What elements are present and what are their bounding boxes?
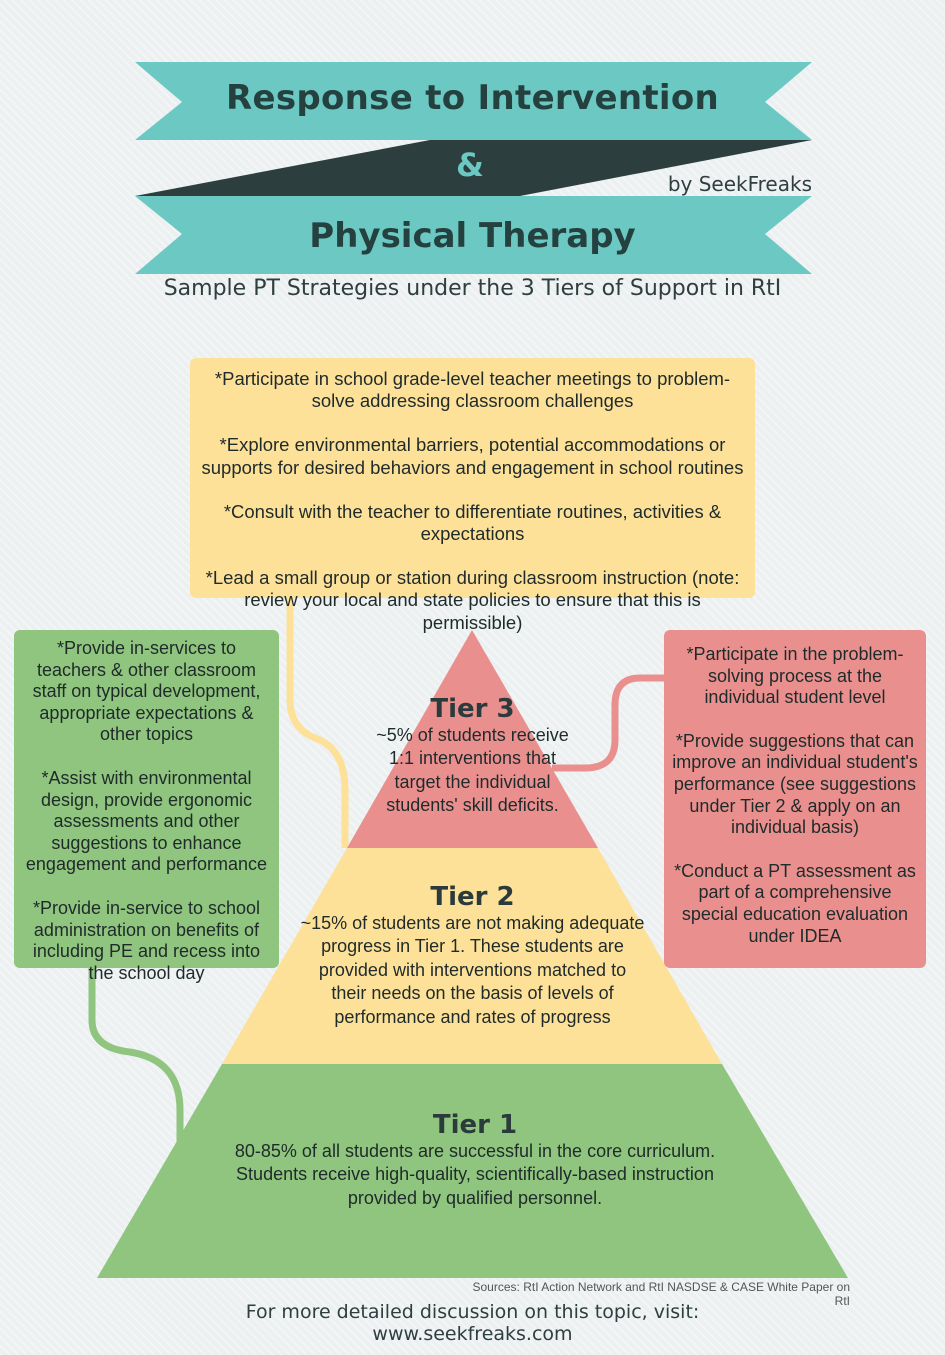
footer: For more detailed discussion on this top… [150, 1301, 795, 1346]
strategy-item: *Provide in-services to teachers & other… [32, 638, 261, 745]
strategy-item: *Participate in school grade-level teach… [214, 368, 731, 412]
strategy-item: *Explore environmental barriers, potenti… [201, 434, 744, 478]
tier3-text: ~5% of students receive 1:1 intervention… [376, 725, 569, 816]
strategy-item: *Lead a small group or station during cl… [205, 567, 740, 633]
pyramid-tier3 [347, 630, 598, 848]
strategy-item: *Provide in-service to school administra… [32, 897, 261, 983]
pyramid-tier1 [97, 1064, 848, 1278]
sources-note: Sources: RtI Action Network and RtI NASD… [472, 1280, 851, 1308]
footer-line1: For more detailed discussion on this top… [245, 1301, 700, 1323]
tier3-strategies-box: *Participate in school grade-level teach… [190, 358, 755, 633]
tier2-label: Tier 2 ~15% of students are not making a… [300, 882, 645, 1029]
connector-right [552, 674, 664, 772]
title-line1: Response to Intervention [226, 78, 719, 118]
strategy-item: *Conduct a PT assessment as part of a co… [674, 860, 916, 946]
tier1-label: Tier 1 80-85% of all students are succes… [230, 1110, 720, 1210]
dark-band [135, 140, 812, 196]
bottom-ribbon [135, 196, 812, 274]
top-ribbon [135, 62, 812, 140]
tier1-strategies-box: *Provide in-services to teachers & other… [14, 630, 279, 983]
tier3-label: Tier 3 ~5% of students receive 1:1 inter… [370, 694, 575, 818]
connector-left [88, 968, 184, 1145]
footer-url[interactable]: www.seekfreaks.com [372, 1322, 573, 1345]
strategy-item: *Provide suggestions that can improve an… [672, 730, 918, 838]
tier1-title: Tier 1 [432, 1110, 518, 1140]
tier2-text: ~15% of students are not making adequate… [300, 913, 645, 1027]
byline: by SeekFreaks [667, 172, 812, 196]
tier3-title: Tier 3 [430, 694, 515, 724]
connector-top [286, 598, 349, 848]
tier1-text: 80-85% of all students are successful in… [234, 1141, 716, 1208]
strategy-item: *Participate in the problem-solving proc… [686, 644, 904, 708]
subtitle: Sample PT Strategies under the 3 Tiers o… [163, 276, 782, 301]
ampersand: & [456, 146, 484, 184]
pyramid-tier2 [222, 848, 722, 1064]
strategy-item: *Assist with environmental design, provi… [25, 767, 268, 875]
title-line2: Physical Therapy [309, 216, 636, 256]
individual-strategies-box: *Participate in the problem-solving proc… [664, 630, 926, 968]
strategy-item: *Consult with the teacher to differentia… [223, 500, 722, 544]
tier2-title: Tier 2 [430, 882, 515, 912]
